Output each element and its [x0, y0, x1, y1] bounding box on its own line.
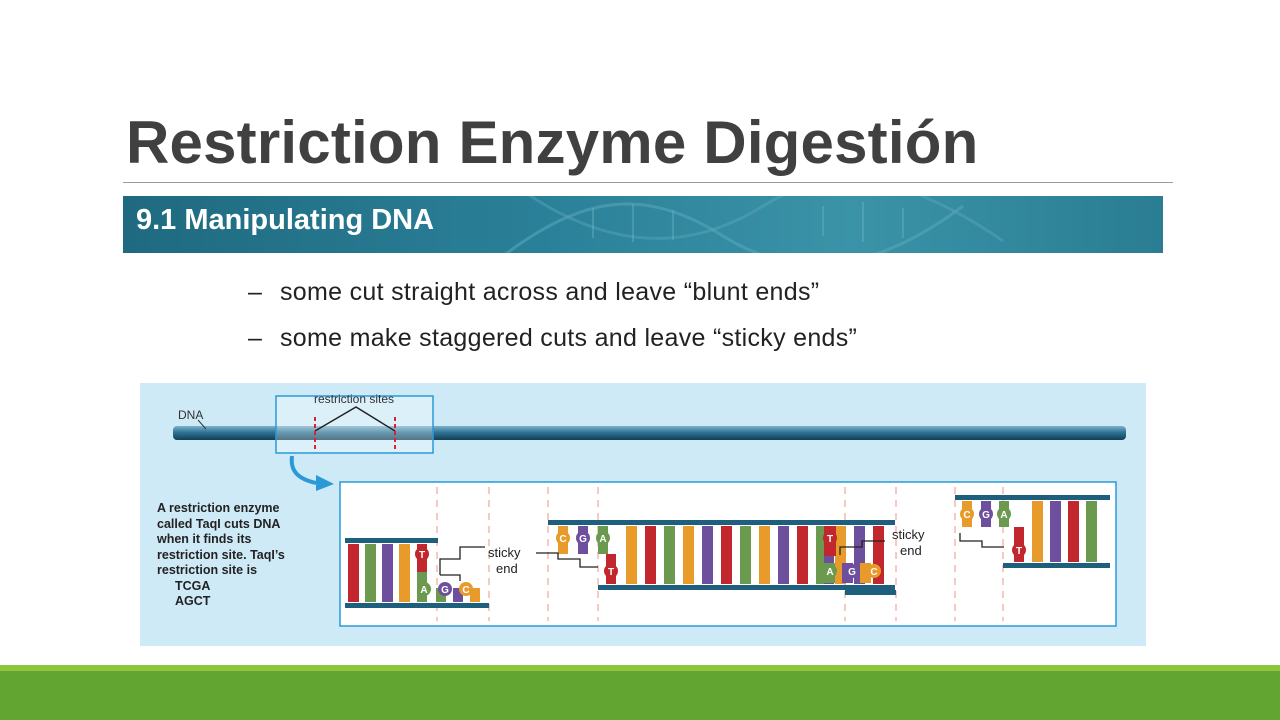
left-site-bases: T A G C — [415, 547, 473, 596]
base-badge-c — [867, 564, 881, 578]
sticky-end-bracket — [839, 540, 885, 555]
sticky-end-bracket — [959, 533, 1004, 548]
base-badge-a — [997, 507, 1011, 521]
footer-bar — [0, 671, 1280, 720]
dna-helix-decoration — [504, 196, 1004, 253]
restriction-digest-figure: DNA restriction sites — [140, 383, 1146, 646]
restriction-sites-label: restriction sites — [314, 392, 394, 406]
base-letter: G — [441, 585, 449, 596]
base-letter: C — [870, 567, 877, 578]
site-sequence-bottom: AGCT — [175, 594, 211, 608]
base-letter: G — [982, 510, 990, 521]
footer-accent-stripe — [0, 665, 1280, 671]
base-badge-g — [845, 564, 859, 578]
caption-line: restriction site is — [157, 563, 258, 577]
caption-line: restriction site. TaqI’s — [157, 547, 285, 562]
base-letter: C — [559, 534, 566, 545]
base-letter: A — [599, 534, 606, 545]
base-badge-a — [417, 582, 431, 596]
sticky-end-bracket — [536, 552, 598, 568]
sticky-end-bracket — [439, 546, 485, 575]
figure-caption: A restriction enzyme called TaqI cuts DN… — [157, 501, 332, 610]
base-badge-c — [459, 582, 473, 596]
base-letter: C — [963, 510, 970, 521]
bullet-dash: – — [248, 324, 263, 352]
restriction-site-highlight — [275, 395, 434, 454]
base-letter: A — [826, 567, 833, 578]
sticky-end-label: sticky — [488, 545, 521, 560]
base-letter: C — [462, 585, 469, 596]
caption-line: when it finds its — [157, 532, 252, 546]
bullet-text: some cut straight across and leave “blun… — [280, 278, 820, 306]
middle-site-bases: C G A T — [556, 531, 618, 578]
site-sequence-top: TCGA — [175, 578, 211, 593]
bullet-sticky-ends: –some make staggered cuts and leave “sti… — [248, 324, 857, 353]
base-letter: A — [420, 585, 427, 596]
restriction-digest-diagram: DNA restriction sites — [173, 392, 1126, 627]
zoom-arrow-head — [316, 475, 334, 491]
base-badge-g — [438, 582, 452, 596]
middle-right-bases: T A G C — [823, 526, 881, 583]
bullet-dash: – — [248, 278, 263, 306]
title-divider — [123, 182, 1173, 183]
base-badge-c — [556, 531, 570, 545]
restriction-sites-pointer — [314, 406, 396, 432]
sticky-end-label: end — [900, 543, 922, 558]
base-letter: T — [608, 567, 614, 578]
dna-strand — [173, 426, 1126, 440]
base-letter: G — [579, 534, 587, 545]
caption-line: called TaqI cuts DNA — [157, 516, 281, 531]
dna-strand — [845, 590, 896, 595]
base-badge-c — [960, 507, 974, 521]
section-heading: 9.1 Manipulating DNA — [136, 204, 435, 236]
base-badge-g — [979, 507, 993, 521]
base-badge-a — [596, 531, 610, 545]
base-badge-t — [415, 547, 429, 561]
base-letter: T — [827, 534, 833, 545]
zoom-arrow — [289, 455, 317, 485]
base-letter: T — [419, 550, 425, 561]
base-badge-a — [823, 564, 837, 578]
sticky-end-label: sticky — [892, 527, 925, 542]
dna-label-pointer — [197, 419, 207, 430]
base-letter: T — [1016, 546, 1022, 557]
base-badge-t — [1012, 543, 1026, 557]
slide-title: Restriction Enzyme Digestión — [126, 109, 979, 176]
section-banner: 9.1 Manipulating DNA — [123, 196, 1163, 253]
dna-label: DNA — [178, 408, 203, 422]
caption-line: A restriction enzyme — [157, 501, 280, 515]
right-site-bases: C G A T — [960, 507, 1026, 557]
base-badge-t — [823, 531, 837, 545]
base-letter: G — [848, 567, 856, 578]
sticky-end-label: end — [496, 561, 518, 576]
base-letter: A — [1000, 510, 1007, 521]
base-badge-t — [604, 564, 618, 578]
bullet-text: some make staggered cuts and leave “stic… — [280, 324, 858, 352]
sticky-end-bracket — [440, 574, 461, 581]
bullet-blunt-ends: –some cut straight across and leave “blu… — [248, 278, 819, 307]
base-badge-g — [576, 531, 590, 545]
